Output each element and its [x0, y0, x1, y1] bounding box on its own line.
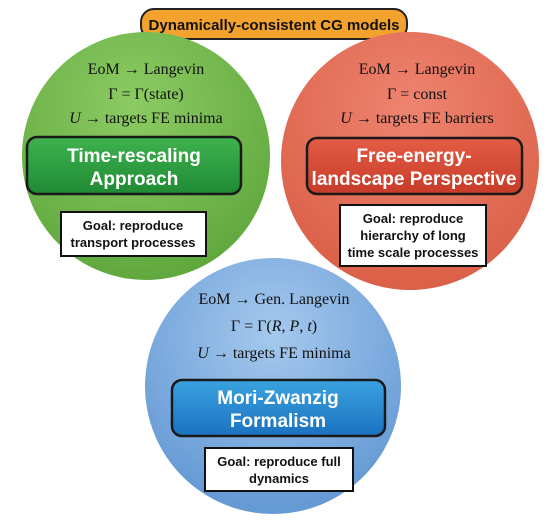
heading-box [305, 136, 524, 196]
potential-text: → targets FE minima [209, 345, 351, 362]
potential-text: → targets FE minima [81, 110, 223, 127]
goal-line-2: dynamics [249, 471, 309, 486]
heading-box [25, 135, 243, 196]
potential-symbol: U [340, 110, 353, 127]
gamma-line: Γ = Γ(R, P, t) [231, 318, 317, 335]
heading-line-1: Mori-Zwanzig [217, 388, 338, 409]
eom-line: EoM → Gen. Langevin [198, 291, 349, 308]
eom-line: EoM → Langevin [88, 61, 204, 78]
heading-line-2: Approach [90, 169, 179, 190]
goal-line-1: Goal: reproduce [363, 211, 463, 226]
gamma-arg-p: P [289, 318, 300, 335]
gamma-line: Γ = Γ(state) [108, 86, 184, 103]
title-pill [140, 8, 408, 40]
potential-line: U → targets FE minima [69, 110, 222, 127]
potential-line: U → targets FE minima [197, 345, 350, 362]
heading-line-1: Free-energy- [356, 146, 471, 167]
goal-line-2: transport processes [71, 235, 196, 250]
title-text: Dynamically-consistent CG models [149, 17, 400, 34]
gamma-comma-1: , [282, 318, 290, 335]
potential-symbol: U [197, 345, 210, 362]
goal-line-2: hierarchy of long [360, 228, 466, 243]
goal-box [339, 204, 487, 267]
circle-mori-zwanzig: EoM → Gen. Langevin Γ = Γ(R, P, t) U → t… [145, 258, 401, 514]
heading-line-2: landscape Perspective [312, 169, 517, 190]
heading-line-2: Formalism [230, 411, 326, 432]
potential-text: → targets FE barriers [352, 110, 494, 127]
gamma-line: Γ = const [387, 86, 448, 103]
gamma-lead: Γ = Γ( [231, 318, 272, 335]
circle-time-rescaling: EoM → Langevin Γ = Γ(state) U → targets … [22, 32, 270, 280]
title-badge: Dynamically-consistent CG models [140, 8, 408, 40]
potential-symbol: U [69, 110, 82, 127]
goal-box [204, 447, 354, 492]
eom-line: EoM → Langevin [359, 61, 475, 78]
goal-line-1: Goal: reproduce full [217, 454, 341, 469]
heading-line-1: Time-rescaling [67, 146, 201, 167]
goal-line-3: time scale processes [348, 245, 479, 260]
goal-line-1: Goal: reproduce [83, 218, 183, 233]
gamma-arg-r: R [271, 318, 282, 335]
heading-box [170, 378, 387, 438]
potential-line: U → targets FE barriers [340, 110, 493, 127]
gamma-arg-t: t [307, 318, 312, 335]
gamma-comma-2: , [299, 318, 307, 335]
goal-box [60, 211, 207, 257]
gamma-close: ) [312, 318, 317, 335]
circle-free-energy-landscape: EoM → Langevin Γ = const U → targets FE … [281, 32, 539, 290]
